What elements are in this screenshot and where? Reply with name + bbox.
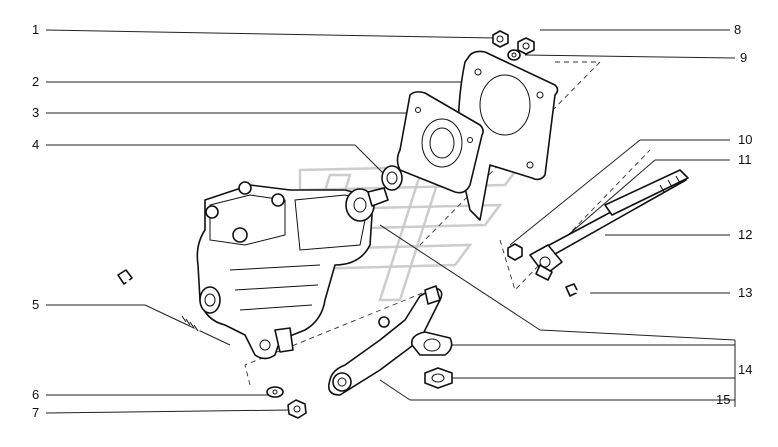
washer-and-nut: [266, 386, 307, 419]
callout-6: 6: [32, 387, 39, 402]
callout-15: 15: [716, 392, 730, 407]
pinch-bolt: [565, 283, 591, 297]
callout-3: 3: [32, 105, 39, 120]
callout-8: 8: [734, 22, 741, 37]
steering-shaft: [507, 169, 689, 281]
callout-9: 9: [740, 50, 747, 65]
callout-7: 7: [32, 405, 39, 420]
callout-labels: 1 2 3 4 5 6 7 8 9 10 11 12 13 14 15: [32, 22, 752, 420]
callout-1: 1: [32, 22, 39, 37]
callout-4: 4: [32, 137, 39, 152]
nut-and-washer: [492, 30, 535, 61]
callout-11: 11: [738, 152, 752, 167]
seal-ring: [381, 165, 403, 191]
callout-14: 14: [738, 362, 752, 377]
steering-gear-housing: [196, 181, 389, 360]
seal-plate: [396, 91, 484, 194]
callout-13: 13: [738, 285, 752, 300]
leader-lines: [45, 29, 736, 414]
pitman-arm: [327, 285, 443, 396]
callout-2: 2: [32, 74, 39, 89]
arm-washer-and-nut: [410, 331, 453, 389]
callout-10: 10: [738, 132, 752, 147]
callout-5: 5: [32, 297, 39, 312]
long-bolt: [117, 269, 201, 332]
callout-12: 12: [738, 227, 752, 242]
